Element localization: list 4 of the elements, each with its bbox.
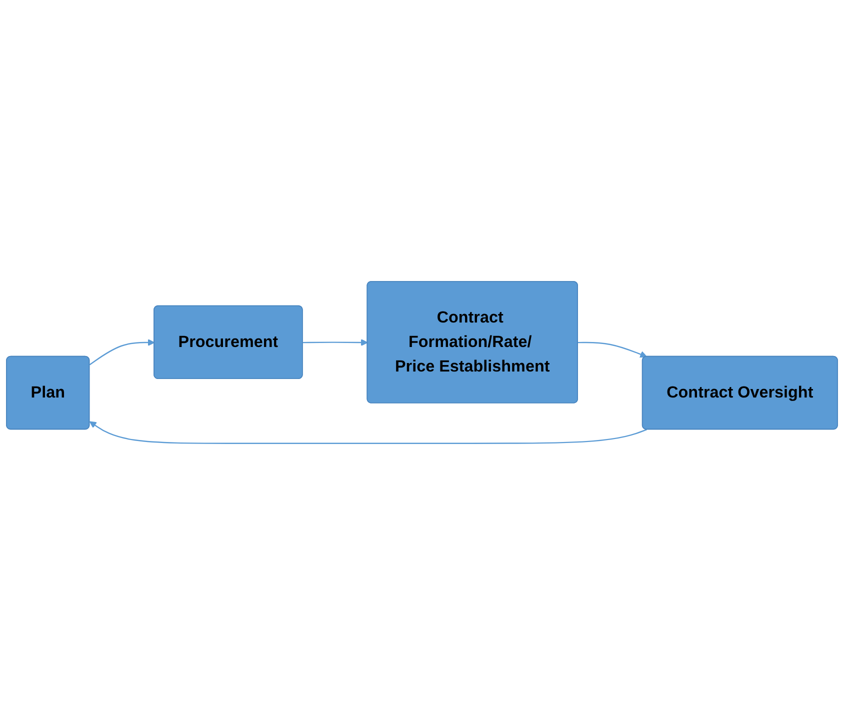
arrow [302, 339, 368, 346]
arrow [578, 342, 648, 358]
arrow [89, 339, 155, 366]
arrow [89, 421, 647, 444]
